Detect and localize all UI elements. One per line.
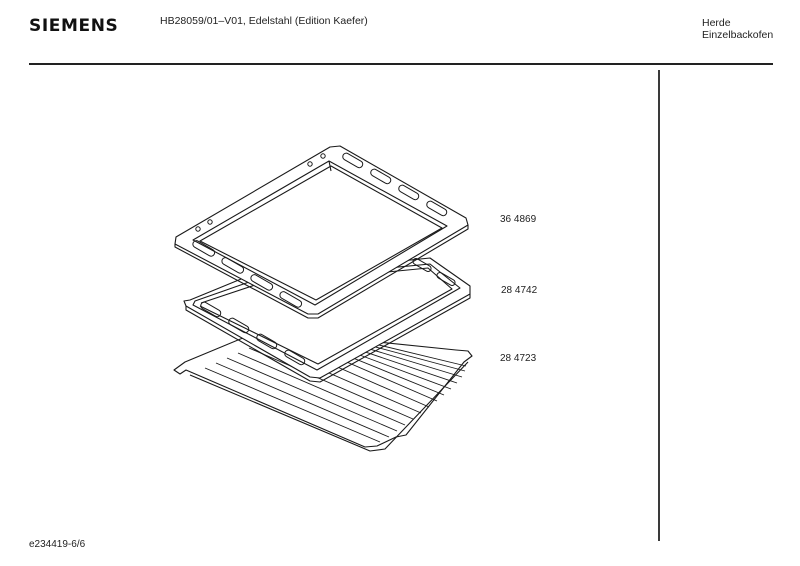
vertical-divider	[658, 70, 660, 541]
part-number-grill-rack: 28 4723	[500, 353, 537, 364]
category-line-1: Herde	[702, 17, 731, 29]
part-number-top-tray: 36 4869	[500, 214, 537, 225]
top-tray-part	[174, 145, 469, 319]
brand-logo: SIEMENS	[29, 16, 119, 36]
category-label: Herde Einzelbackofen	[702, 17, 773, 41]
header-divider	[29, 63, 773, 65]
category-line-2: Einzelbackofen	[702, 29, 774, 41]
model-title: HB28059/01–V01, Edelstahl (Edition Kaefe…	[160, 15, 368, 27]
part-number-middle-tray: 28 4742	[501, 285, 538, 296]
document-id: e234419-6/6	[29, 539, 86, 550]
